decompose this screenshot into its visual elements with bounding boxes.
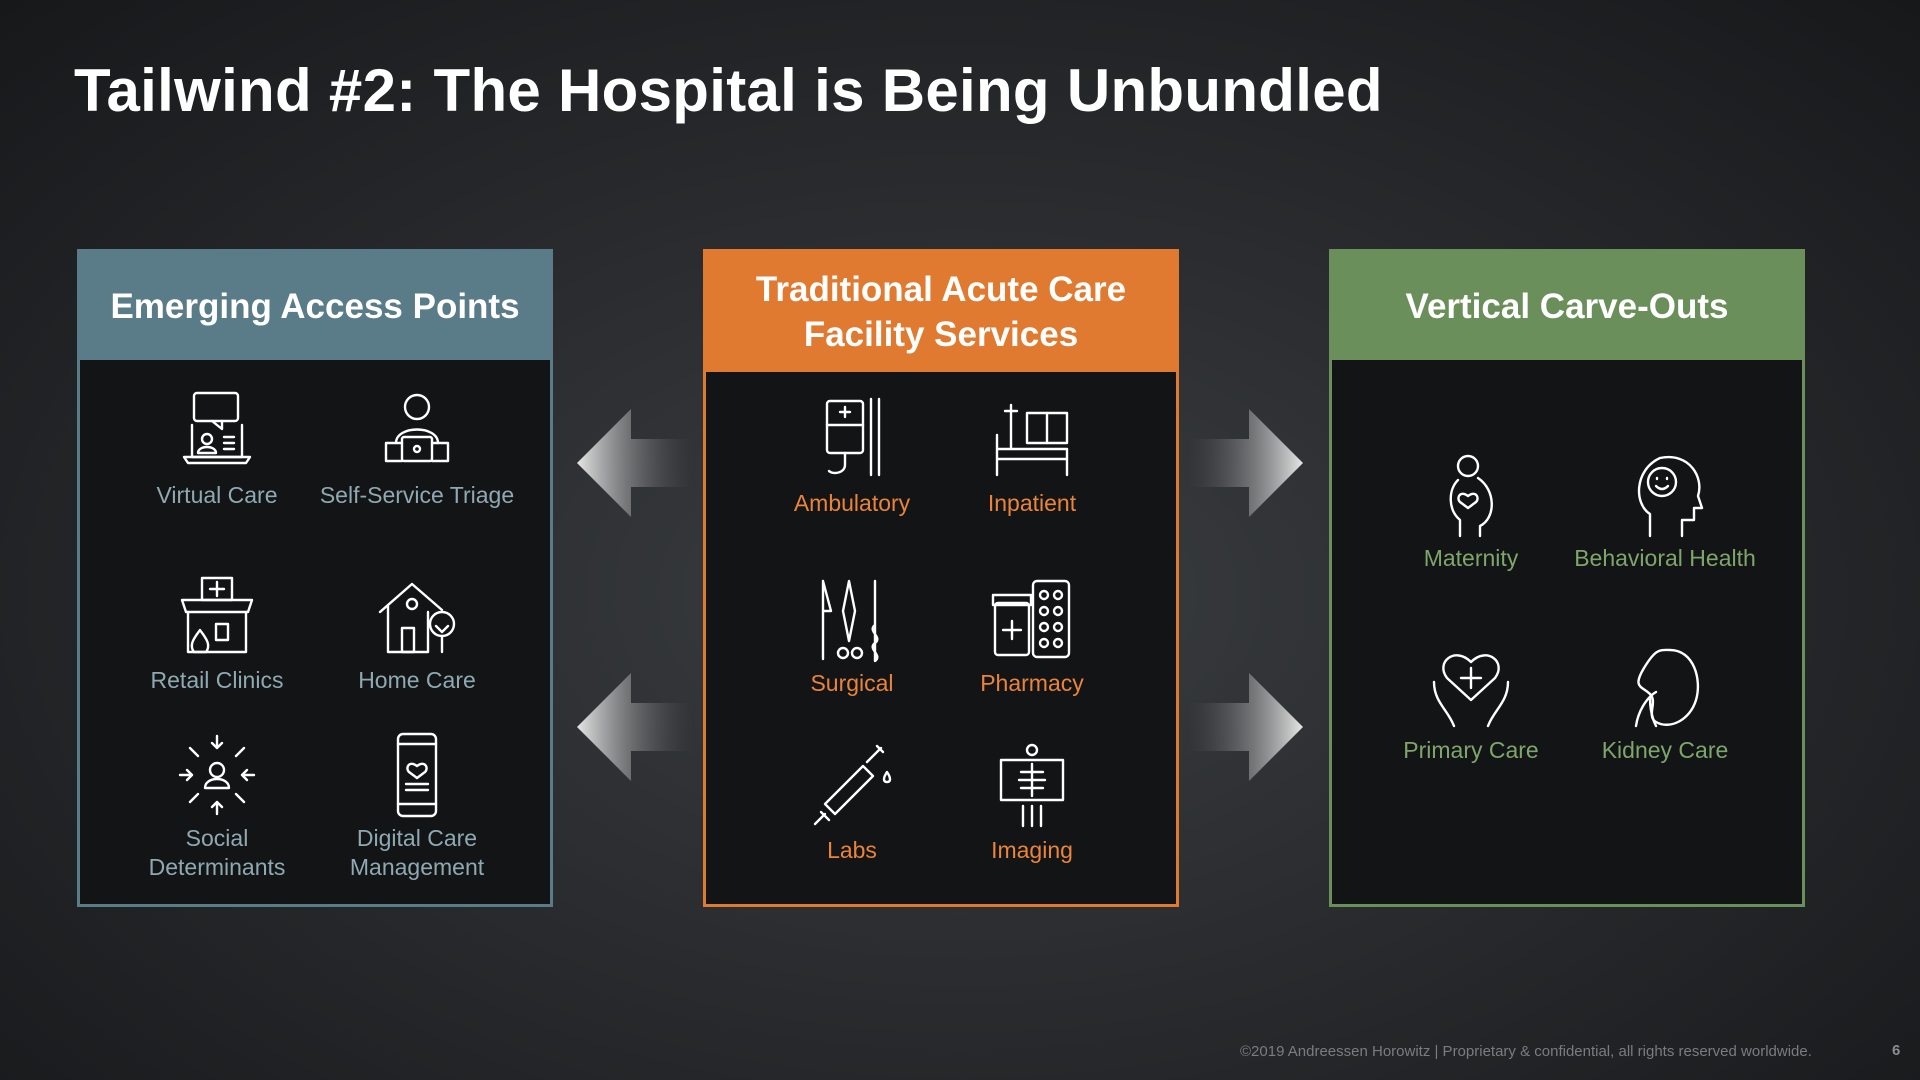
emerging-access-points-panel: Emerging Access Points Virtual Care Self…	[77, 249, 553, 907]
arrow-right-icon	[1185, 673, 1303, 781]
hospital-bed-icon	[995, 403, 1069, 477]
laptop-chat-icon	[182, 391, 252, 465]
item-digital-care-management: Digital Care Management	[317, 730, 517, 882]
page-number: 6	[1892, 1042, 1901, 1059]
item-label: Behavioral Health	[1574, 545, 1756, 571]
item-label: Virtual Care	[156, 482, 278, 508]
arrow-right-icon	[1185, 409, 1303, 517]
slide-title: Tailwind #2: The Hospital is Being Unbun…	[74, 57, 1383, 124]
hands-heart-icon	[1432, 654, 1510, 728]
item-labs: Labs	[752, 742, 952, 865]
item-label: Maternity	[1423, 545, 1519, 571]
item-primary-care: Primary Care	[1371, 642, 1571, 765]
item-label: Labs	[827, 837, 877, 863]
panel-header: Vertical Carve-Outs	[1332, 252, 1802, 360]
item-maternity: Maternity	[1371, 450, 1571, 573]
item-label: Imaging	[991, 837, 1073, 863]
item-label: Home Care	[358, 667, 476, 693]
item-pharmacy: Pharmacy	[932, 575, 1132, 698]
surgical-tools-icon	[821, 579, 879, 663]
item-home-care: Home Care	[317, 572, 517, 695]
item-retail-clinics: Retail Clinics	[117, 572, 317, 695]
item-label: Pharmacy	[980, 670, 1084, 696]
panel-header: Emerging Access Points	[80, 252, 550, 360]
pregnant-icon	[1449, 454, 1493, 538]
house-icon	[378, 582, 456, 654]
item-behavioral-health: Behavioral Health	[1565, 450, 1765, 573]
store-clinic-icon	[180, 576, 254, 654]
item-kidney-care: Kidney Care	[1565, 642, 1765, 765]
person-laptop-icon	[384, 393, 450, 463]
item-label: Digital Care Management	[349, 825, 485, 880]
kidney-icon	[1634, 648, 1700, 728]
person-arrows-icon	[178, 734, 256, 816]
item-label: Surgical	[810, 670, 894, 696]
item-label: Self-Service Triage	[319, 482, 515, 508]
item-ambulatory: Ambulatory	[752, 395, 952, 518]
head-smile-icon	[1637, 455, 1704, 538]
xray-icon	[999, 743, 1065, 828]
footer-copyright: ©2019 Andreessen Horowitz | Proprietary …	[1240, 1043, 1812, 1060]
item-label: Ambulatory	[793, 490, 911, 516]
item-label: Social Determinants	[148, 825, 286, 880]
pills-icon	[991, 579, 1071, 659]
item-label: Kidney Care	[1601, 737, 1729, 763]
vertical-carve-outs-panel: Vertical Carve-Outs Maternity Behavioral…	[1329, 249, 1805, 907]
arrow-left-icon	[577, 409, 695, 517]
item-label: Primary Care	[1403, 737, 1539, 763]
traditional-acute-care-panel: Traditional Acute Care Facility Services…	[703, 249, 1179, 907]
arrow-left-icon	[577, 673, 695, 781]
syringe-icon	[813, 744, 892, 826]
item-surgical: Surgical	[752, 575, 952, 698]
phone-heart-icon	[396, 732, 438, 818]
item-social-determinants: Social Determinants	[117, 730, 317, 882]
item-self-service-triage: Self-Service Triage	[317, 387, 517, 510]
item-inpatient: Inpatient	[932, 395, 1132, 518]
item-label: Inpatient	[987, 490, 1077, 516]
item-imaging: Imaging	[932, 742, 1132, 865]
item-label: Retail Clinics	[150, 667, 284, 693]
iv-bag-icon	[825, 397, 881, 477]
panel-header: Traditional Acute Care Facility Services	[706, 252, 1176, 372]
item-virtual-care: Virtual Care	[117, 387, 317, 510]
